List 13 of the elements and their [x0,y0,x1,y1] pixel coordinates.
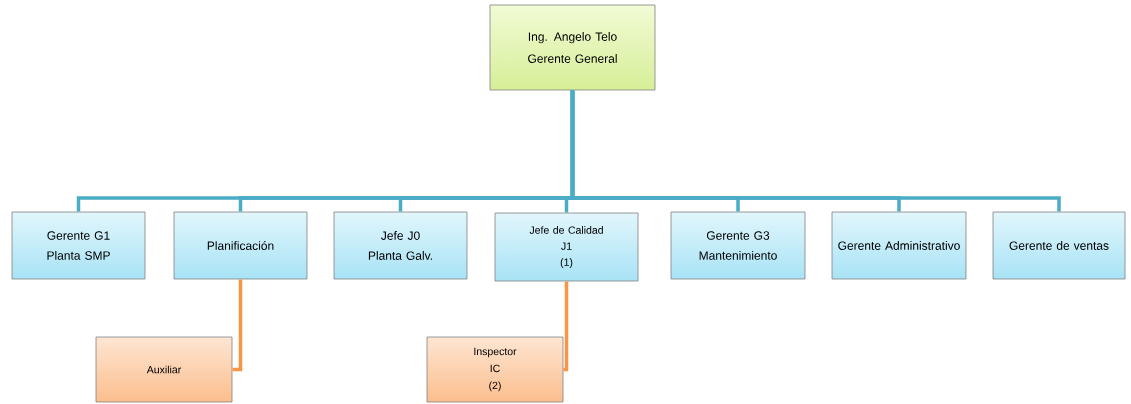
department-box: Planificación [173,211,308,280]
department-box: Jefe de Calidad J1 (1) [494,212,639,282]
department-box: Gerente de ventas [992,211,1126,280]
connector-line [563,281,569,372]
manager-box: Ing. Angelo Telo Gerente General [489,4,656,91]
staff-box: Auxiliar [95,336,233,403]
department-box: Gerente Administrativo [831,211,967,280]
connector-line [232,279,243,372]
department-box: Jefe J0 Planta Galv. [333,211,468,280]
department-box: Gerente G3 Mantenimiento [670,211,806,280]
department-box: Gerente G1 Planta SMP [11,211,146,280]
connector-line [570,90,1061,212]
staff-box: Inspector IC (2) [426,336,564,403]
